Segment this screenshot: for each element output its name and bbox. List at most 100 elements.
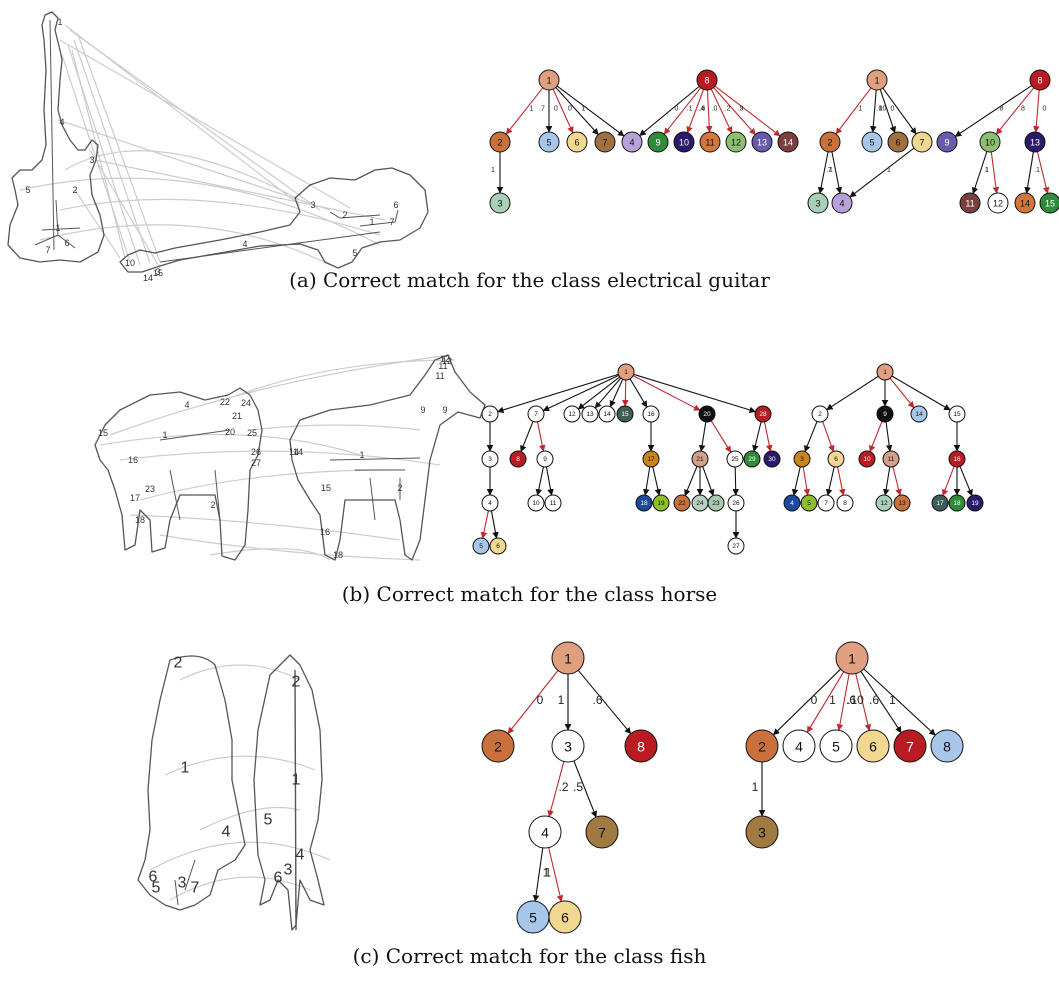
tree-b-left-node-label: 27 bbox=[732, 543, 740, 550]
tree-b-left-node bbox=[691, 450, 709, 468]
tree-b-left-edge bbox=[684, 466, 698, 497]
tree-b-left-edge bbox=[633, 373, 756, 414]
tree-b-left-node bbox=[527, 494, 545, 512]
horse-part-label: 16 bbox=[320, 527, 330, 537]
tree-a-left-node bbox=[621, 131, 643, 153]
tree-c-right-edge-weight: .6 bbox=[869, 693, 879, 707]
tree-a-left-node-label: 8 bbox=[704, 76, 709, 86]
tree-b-right-node-label: 13 bbox=[898, 500, 906, 507]
tree-c-left-node bbox=[551, 641, 585, 675]
correspondence-line bbox=[229, 359, 456, 399]
correspondence-line bbox=[139, 469, 391, 501]
tree-c-left-node-label: 8 bbox=[637, 739, 645, 755]
tree-b-left-node bbox=[481, 405, 499, 423]
tree-b-right-node bbox=[931, 494, 949, 512]
correspondence-line bbox=[199, 806, 301, 831]
tree-a-right-edge-weight: 1 bbox=[887, 167, 891, 174]
tree-b-right-node bbox=[817, 494, 835, 512]
tree-b-left-node-label: 5 bbox=[479, 543, 483, 550]
tree-a-right-node bbox=[866, 69, 888, 91]
tree-b-right-edge bbox=[882, 466, 891, 496]
tree-b-right-node-label: 7 bbox=[824, 500, 828, 507]
fish-part-label: 3 bbox=[284, 862, 293, 879]
tree-b-left-edge bbox=[535, 466, 544, 496]
guitar-part-label: 7 bbox=[45, 245, 50, 255]
tree-b-left-edge bbox=[497, 373, 619, 414]
tree-c-left-edge-weight: .2 bbox=[558, 780, 568, 794]
tree-b-right-node-label: 18 bbox=[953, 500, 961, 507]
tree-b-right-edge bbox=[892, 466, 902, 496]
tree-a-right-edge bbox=[1032, 89, 1040, 133]
tree-c-right-node-label: 1 bbox=[848, 651, 856, 667]
tree-b-left-node bbox=[726, 450, 744, 468]
tree-b-left-node-label: 12 bbox=[568, 411, 576, 418]
tree-b-left-node-label: 22 bbox=[678, 500, 686, 507]
horse-part-label: 18 bbox=[333, 550, 343, 560]
tree-a-left-node-label: 5 bbox=[546, 138, 551, 148]
tree-b-left-edge bbox=[642, 466, 651, 496]
tree-b-left-node-label: 15 bbox=[621, 411, 629, 418]
tree-a-right-edge bbox=[879, 89, 897, 134]
tree-b-left-edge bbox=[710, 420, 732, 453]
tree-c-right-edge bbox=[806, 671, 845, 733]
horse-part-label: 12 bbox=[440, 354, 450, 364]
tree-a-right-node bbox=[1024, 131, 1046, 153]
tree-c-right-edge bbox=[855, 673, 872, 732]
tree-b-left-edge bbox=[537, 421, 546, 452]
correspondence-line bbox=[109, 354, 451, 436]
guitar-skeleton bbox=[34, 199, 81, 249]
tree-c-left-node-label: 4 bbox=[541, 825, 549, 841]
guitar-part-label: 4 bbox=[242, 239, 247, 249]
tree-a-left-edge-weight: .4 bbox=[699, 106, 705, 113]
guitar-neck-line-h bbox=[159, 231, 381, 263]
tree-b-left-node-label: 16 bbox=[647, 411, 655, 418]
tree-a-right-node bbox=[979, 131, 1001, 153]
fish-part-label: 7 bbox=[191, 880, 200, 897]
caption-b: (b) Correct match for the class horse bbox=[341, 582, 718, 606]
tree-b-right-node-label: 12 bbox=[880, 500, 888, 507]
tree-b-right-node-label: 1 bbox=[883, 369, 887, 376]
caption-c: (c) Correct match for the class fish bbox=[352, 944, 707, 968]
tree-a-right-edge bbox=[817, 151, 829, 194]
tree-a-left-node bbox=[673, 131, 695, 153]
horse-part-label: 21 bbox=[232, 411, 242, 421]
tree-b-left-edge bbox=[609, 379, 624, 408]
tree-c-right-node bbox=[819, 729, 853, 763]
tree-b-left-node-label: 21 bbox=[696, 456, 704, 463]
tree-b-right-node-label: 8 bbox=[843, 500, 847, 507]
tree-a-left-node-label: 12 bbox=[731, 138, 741, 148]
tree-a-left-edge bbox=[663, 87, 702, 135]
horse-outline-1 bbox=[94, 387, 263, 561]
fish-part-label: 1 bbox=[292, 772, 301, 789]
tree-c-left-edge bbox=[507, 670, 559, 734]
tree-a-right-edge bbox=[1024, 151, 1034, 194]
tree-b-left-node bbox=[481, 494, 499, 512]
tree-c-right-node bbox=[930, 729, 964, 763]
tree-b-right-node bbox=[893, 494, 911, 512]
correspondence-line bbox=[64, 150, 301, 201]
tree-b-left-node-label: 23 bbox=[712, 500, 720, 507]
tree-a-right-node-label: 14 bbox=[1020, 199, 1030, 209]
correspondence-line bbox=[59, 39, 351, 209]
tree-a-right-edge bbox=[1036, 151, 1050, 194]
tree-b-right-node-label: 14 bbox=[915, 411, 923, 418]
tree-b-left-edge bbox=[520, 421, 534, 453]
guitar-part-label: 10 bbox=[125, 258, 135, 268]
tree-a-left-node-label: 11 bbox=[705, 138, 714, 148]
tree-b-left-edge bbox=[480, 510, 489, 539]
fish-part-label: 6 bbox=[274, 870, 283, 887]
tree-a-right-node bbox=[861, 131, 883, 153]
tree-a-left-edge bbox=[556, 85, 625, 137]
tree-a-right-edge bbox=[831, 151, 843, 194]
tree-b-left-node bbox=[754, 405, 772, 423]
correspondence-line bbox=[69, 29, 321, 211]
fish-skeleton-1 bbox=[174, 859, 196, 906]
tree-b-right-edge bbox=[891, 375, 951, 411]
horse-part-label: 15 bbox=[98, 428, 108, 438]
correspondence-line bbox=[119, 450, 441, 466]
horse-part-label: 15 bbox=[321, 483, 331, 493]
tree-a-left-node bbox=[751, 131, 773, 153]
guitar-part-label: 7 bbox=[389, 217, 394, 227]
